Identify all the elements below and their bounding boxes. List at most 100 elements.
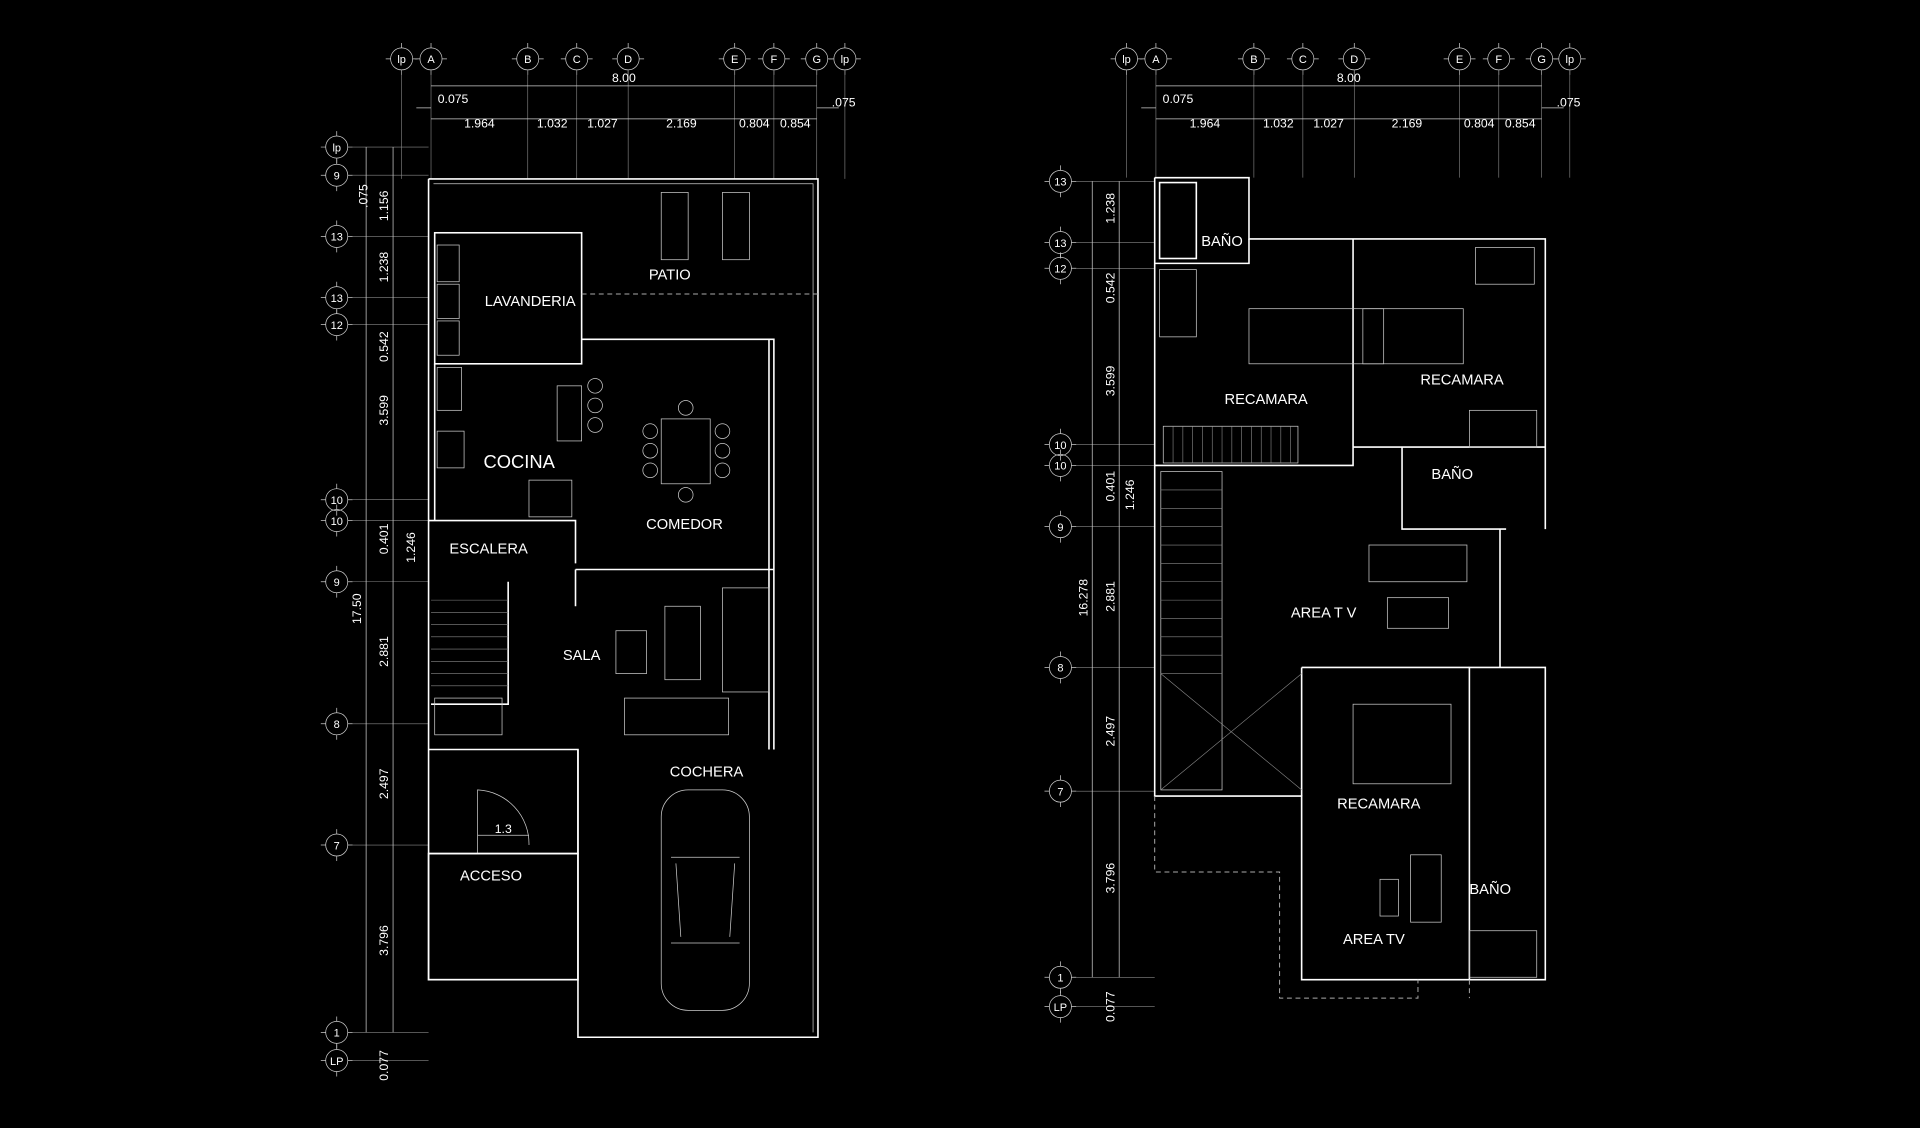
room-label-comedor: COMEDOR	[646, 517, 723, 533]
room-label-patio: PATIO	[649, 267, 691, 283]
overall-length-dimension: 17.50	[350, 593, 364, 624]
row-dimension: 2.881	[377, 636, 391, 667]
grid-bubble-label: F	[771, 54, 778, 66]
edge-offset-dimension: 0.075	[438, 92, 469, 106]
grid-bubble-label: G	[812, 54, 821, 66]
grid-bubble-label: E	[731, 54, 738, 66]
row-dimension: 1.156	[377, 190, 391, 221]
grid-bubble-tick	[1286, 42, 1319, 75]
grid-bubble-tick	[757, 42, 790, 75]
grid-bubble-tick	[1044, 510, 1077, 543]
column-dimension: 1.032	[1263, 116, 1294, 130]
grid-bubble-tick	[828, 42, 861, 75]
grid-bubble-tick	[718, 42, 751, 75]
grid-bubble-tick	[320, 504, 353, 537]
grid-bubble-tick	[320, 829, 353, 861]
room-labels: PATIO LAVANDERIA COCINA COMEDOR ESCALERA…	[449, 267, 743, 884]
grid-bubble-label: 12	[1054, 264, 1066, 276]
grid-bubble-label: E	[1456, 54, 1463, 66]
room-label-acceso: ACCESO	[460, 869, 522, 885]
column-dimension: 0.854	[1505, 116, 1536, 130]
grid-bubble-label: 1	[334, 1028, 340, 1040]
entry-door-swing	[477, 789, 530, 854]
sofa	[722, 587, 770, 693]
car	[660, 789, 750, 1011]
grid-bubble-label: LP	[1054, 1002, 1067, 1014]
grid-bubble-label: LP	[330, 1056, 343, 1068]
grid-bubble-label: 13	[331, 232, 343, 244]
column-dimension: 1.027	[1313, 116, 1344, 130]
grid-bubble-label: 13	[331, 293, 343, 305]
row-dimension: 0.077	[1103, 991, 1117, 1022]
grid-bubble-label: 8	[1057, 663, 1063, 675]
row-dimension: 0.542	[377, 331, 391, 362]
room-label-cocina: COCINA	[483, 451, 555, 472]
grid-bubble-label: D	[1350, 54, 1358, 66]
column-dimension: 0.804	[739, 116, 770, 130]
grid-bubble-tick	[1044, 449, 1077, 482]
grid-bubble-tick	[1338, 42, 1371, 75]
coffee-table	[664, 605, 701, 681]
grid-bubble-tick	[320, 1016, 353, 1049]
grid-bubble-label: A	[427, 54, 435, 66]
lavanderia-room	[433, 231, 583, 365]
row-dimension: 0.401	[1103, 471, 1117, 502]
grid-bubble-tick	[320, 131, 353, 163]
grid-bubble-label: 7	[334, 840, 340, 852]
room-label-bano: BAÑO	[1431, 466, 1473, 483]
grid-bubble-tick	[1237, 42, 1270, 75]
row-dimension: 0.401	[377, 523, 391, 554]
row-dimension: 3.599	[1103, 365, 1117, 396]
column-dimension: 1.964	[1190, 116, 1221, 130]
grid-bubble-tick	[612, 42, 645, 75]
grid-bubble-tick	[1482, 42, 1515, 75]
grid-bubble-label: C	[1299, 54, 1307, 66]
room-labels: BAÑO RECAMARA RECAMARA BAÑO AREA T V REC…	[1201, 233, 1511, 948]
sofa	[624, 697, 729, 736]
grid-bubble-label: A	[1152, 54, 1160, 66]
grid-bubble-label: 9	[1057, 522, 1063, 534]
grid-bubble-label: 12	[331, 320, 343, 332]
grid-bubble-tick	[320, 1044, 353, 1077]
grid-bubble-tick	[320, 281, 353, 314]
dimension-line	[416, 85, 839, 120]
grid-bubble-label: 10	[1054, 461, 1066, 473]
column-dimension: 2.169	[1392, 116, 1423, 130]
grid-bubble-tick	[1044, 226, 1077, 259]
column-dimension: 2.169	[666, 116, 697, 130]
grid-bubble-label: lp	[332, 142, 341, 154]
row-dimension: 2.881	[1103, 581, 1117, 612]
furniture	[434, 192, 770, 1011]
grid-bubble-label: 1	[1057, 973, 1063, 985]
grid-bubble-label: 10	[331, 516, 343, 528]
dining-table	[660, 418, 711, 485]
grid-bubble-tick	[320, 159, 353, 192]
grid-bubble-label: B	[524, 54, 531, 66]
room-label-recamara: RECAMARA	[1337, 796, 1420, 812]
grid-bubble-label: 9	[334, 577, 340, 589]
column-dimension: 1.964	[464, 116, 495, 130]
grid-bubble-label: 13	[1054, 238, 1066, 250]
overall-width-dimension: 8.00	[1337, 71, 1361, 85]
row-dimension: 3.796	[1103, 863, 1117, 894]
grid-bubble-tick	[320, 707, 353, 740]
grid-bubble-tick	[1140, 42, 1172, 75]
stove	[436, 430, 465, 469]
room-label-escalera: ESCALERA	[449, 542, 528, 558]
column-dimension: 0.854	[780, 116, 811, 130]
grid-bubble-tick	[1044, 775, 1077, 808]
grid-bubble-tick	[1044, 990, 1077, 1023]
row-dimension: 1.246	[404, 532, 418, 563]
row-dimension: 2.497	[377, 768, 391, 799]
grid-bubble-label: lp	[1566, 54, 1575, 66]
column-dimension: 1.027	[587, 116, 618, 130]
column-dimension: 0.804	[1464, 116, 1495, 130]
room-label-bano: BAÑO	[1201, 233, 1243, 250]
grid-bubble-tick	[320, 565, 353, 598]
overall-width-dimension: 8.00	[612, 71, 636, 85]
edge-offset-dimension: 0.075	[1163, 92, 1194, 106]
edge-offset-dimension: .075	[1557, 96, 1581, 110]
